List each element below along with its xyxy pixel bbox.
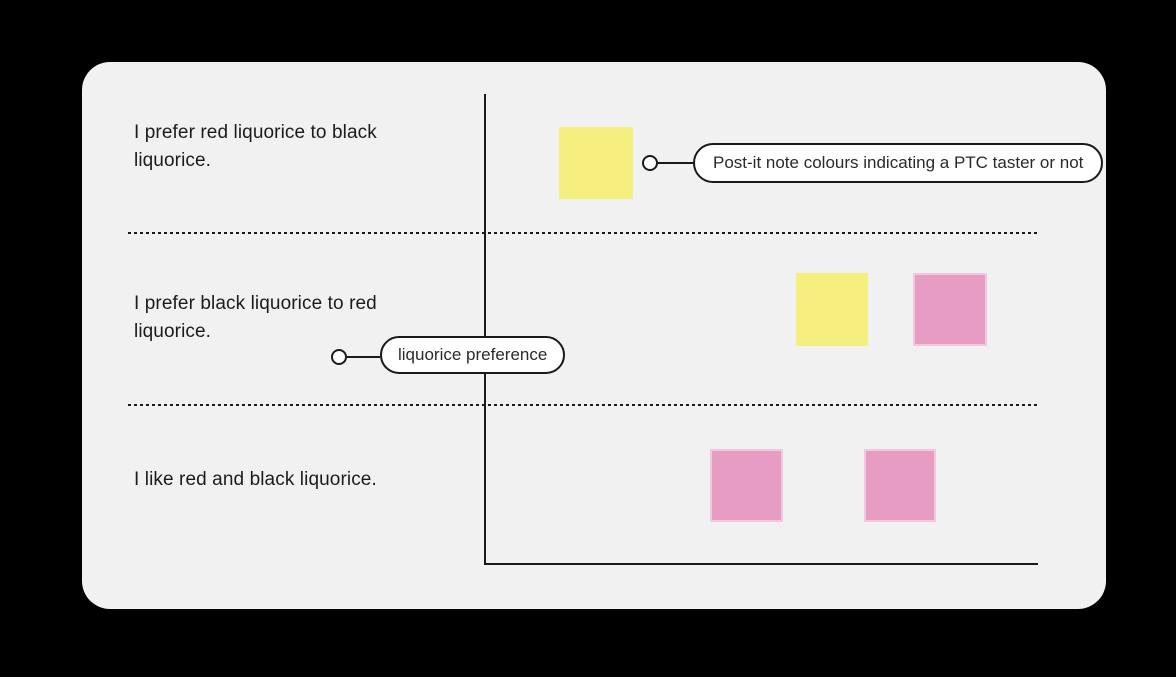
row-label-line: I prefer black liquorice to red (134, 293, 377, 314)
row-label-prefer-black: I prefer black liquorice to red liquoric… (134, 290, 377, 346)
row-divider-dotted-line (128, 232, 1038, 234)
callout-anchor-circle (331, 349, 347, 365)
row-label-line: I prefer red liquorice to black (134, 122, 377, 143)
category-axis-vertical-line (484, 94, 486, 565)
callout-anchor-circle (642, 155, 658, 171)
callout-bubble-liquorice-preference[interactable]: liquorice preference (380, 336, 566, 374)
postit-note-yellow[interactable] (559, 127, 633, 199)
callout-text: liquorice preference (398, 345, 548, 364)
postit-note-yellow[interactable] (796, 273, 868, 346)
callout-bubble-note-colours[interactable]: Post-it note colours indicating a PTC ta… (693, 143, 1104, 183)
callout-connector-line (658, 162, 693, 164)
row-label-like-both: I like red and black liquorice. (134, 466, 377, 494)
whiteboard-panel: I prefer red liquorice to black liquoric… (82, 62, 1106, 609)
postit-note-pink[interactable] (913, 273, 987, 346)
row-label-prefer-red: I prefer red liquorice to black liquoric… (134, 119, 377, 175)
baseline-horizontal-line (484, 563, 1038, 565)
callout-text: Post-it note colours indicating a PTC ta… (713, 153, 1084, 172)
row-label-line: I like red and black liquorice. (134, 469, 377, 490)
callout-connector-line (347, 356, 380, 358)
postit-note-pink[interactable] (864, 449, 936, 522)
postit-note-pink[interactable] (710, 449, 783, 522)
row-label-line: liquorice. (134, 150, 212, 171)
row-label-line: liquorice. (134, 321, 212, 342)
row-divider-dotted-line (128, 404, 1038, 406)
